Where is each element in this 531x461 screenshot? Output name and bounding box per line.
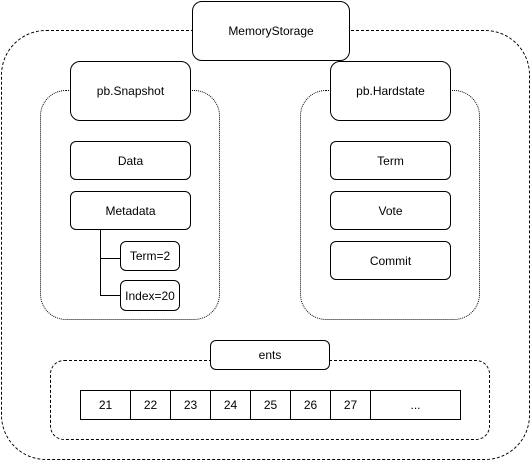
ents-title: ents: [210, 340, 330, 370]
metadata-term-field: Term=2: [120, 241, 180, 271]
ents-cell: 22: [131, 391, 171, 419]
ents-cell: 21: [81, 391, 131, 419]
snapshot-metadata-field: Metadata: [70, 191, 191, 230]
ents-cell: 23: [171, 391, 211, 419]
snapshot-title: pb.Snapshot: [70, 61, 191, 121]
memory-storage-title: MemoryStorage: [192, 1, 350, 61]
hardstate-term-field: Term: [330, 141, 451, 180]
hardstate-commit-field: Commit: [330, 241, 451, 280]
metadata-tree-vertical-line: [100, 230, 101, 296]
hardstate-title: pb.Hardstate: [330, 61, 451, 121]
ents-cell: 27: [331, 391, 371, 419]
metadata-index-field: Index=20: [120, 280, 180, 311]
ents-array: 21 22 23 24 25 26 27 ...: [80, 390, 461, 420]
snapshot-data-field: Data: [70, 141, 191, 180]
ents-cell-ellipsis: ...: [410, 398, 421, 412]
ents-cell: 26: [291, 391, 331, 419]
ents-cell: 25: [251, 391, 291, 419]
hardstate-vote-field: Vote: [330, 191, 451, 230]
metadata-tree-branch-term: [100, 258, 120, 259]
metadata-tree-branch-index: [100, 295, 120, 296]
ents-cell: 24: [211, 391, 251, 419]
